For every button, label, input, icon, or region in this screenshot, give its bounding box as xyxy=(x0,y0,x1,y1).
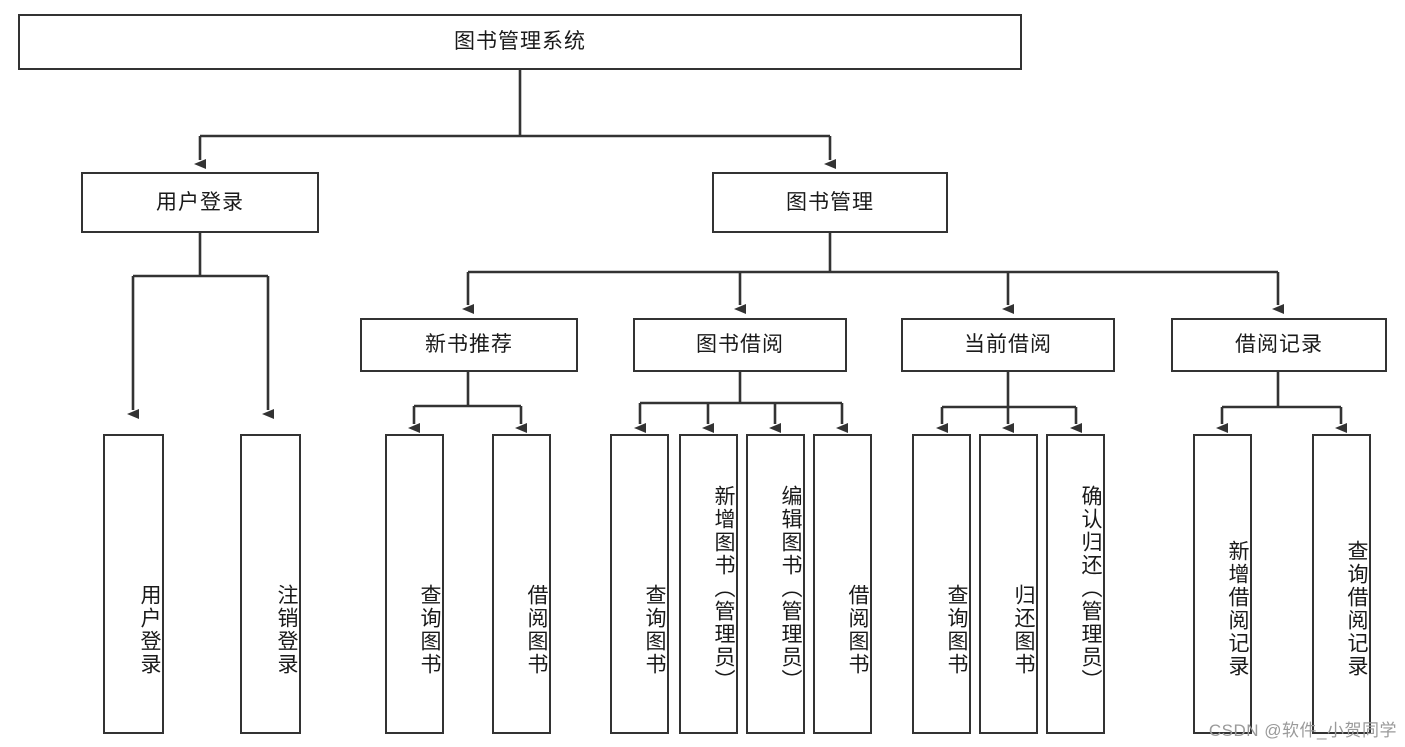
node-book-borrow-label: 图书借阅 xyxy=(696,333,784,357)
node-leaf-recommend-query-book[interactable]: 查询图书 xyxy=(385,434,444,734)
node-leaf-current-confirm-return-label: 确认归还（管理员） xyxy=(1079,484,1102,692)
node-book-management[interactable]: 图书管理 xyxy=(712,172,948,233)
node-leaf-current-confirm-return[interactable]: 确认归还（管理员） xyxy=(1046,434,1105,734)
node-leaf-recommend-borrow-book[interactable]: 借阅图书 xyxy=(492,434,551,734)
node-leaf-borrow-borrow-book[interactable]: 借阅图书 xyxy=(813,434,872,734)
node-leaf-user-login[interactable]: 用户登录 xyxy=(103,434,164,734)
node-current-borrow-label: 当前借阅 xyxy=(964,333,1052,357)
node-leaf-borrow-add-book-label: 新增图书（管理员） xyxy=(712,484,735,692)
node-current-borrow[interactable]: 当前借阅 xyxy=(901,318,1115,372)
node-leaf-current-query-book[interactable]: 查询图书 xyxy=(912,434,971,734)
node-leaf-recommend-query-book-label: 查询图书 xyxy=(418,584,441,676)
node-leaf-record-query-label: 查询借阅记录 xyxy=(1345,540,1368,678)
node-leaf-borrow-edit-book-label: 编辑图书（管理员） xyxy=(779,484,802,692)
node-root-system-label: 图书管理系统 xyxy=(454,30,586,54)
node-leaf-current-return-book-label: 归还图书 xyxy=(1012,584,1035,676)
node-user-login-label: 用户登录 xyxy=(156,190,244,214)
node-leaf-record-add[interactable]: 新增借阅记录 xyxy=(1193,434,1252,734)
node-book-borrow[interactable]: 图书借阅 xyxy=(633,318,847,372)
node-user-login[interactable]: 用户登录 xyxy=(81,172,319,233)
node-leaf-current-query-book-label: 查询图书 xyxy=(945,584,968,676)
node-leaf-user-login-label: 用户登录 xyxy=(138,584,161,676)
node-new-book-recommend[interactable]: 新书推荐 xyxy=(360,318,578,372)
node-leaf-borrow-borrow-book-label: 借阅图书 xyxy=(846,584,869,676)
node-leaf-record-add-label: 新增借阅记录 xyxy=(1226,540,1249,678)
node-leaf-current-return-book[interactable]: 归还图书 xyxy=(979,434,1038,734)
node-leaf-borrow-query-book-label: 查询图书 xyxy=(643,584,666,676)
node-borrow-record-label: 借阅记录 xyxy=(1235,333,1323,357)
node-leaf-borrow-add-book[interactable]: 新增图书（管理员） xyxy=(679,434,738,734)
node-leaf-record-query[interactable]: 查询借阅记录 xyxy=(1312,434,1371,734)
node-leaf-borrow-edit-book[interactable]: 编辑图书（管理员） xyxy=(746,434,805,734)
node-leaf-recommend-borrow-book-label: 借阅图书 xyxy=(525,584,548,676)
node-leaf-logout[interactable]: 注销登录 xyxy=(240,434,301,734)
node-leaf-logout-label: 注销登录 xyxy=(275,584,298,676)
node-borrow-record[interactable]: 借阅记录 xyxy=(1171,318,1387,372)
node-root-system[interactable]: 图书管理系统 xyxy=(18,14,1022,70)
node-leaf-borrow-query-book[interactable]: 查询图书 xyxy=(610,434,669,734)
node-book-management-label: 图书管理 xyxy=(786,190,874,214)
node-new-book-recommend-label: 新书推荐 xyxy=(425,333,513,357)
